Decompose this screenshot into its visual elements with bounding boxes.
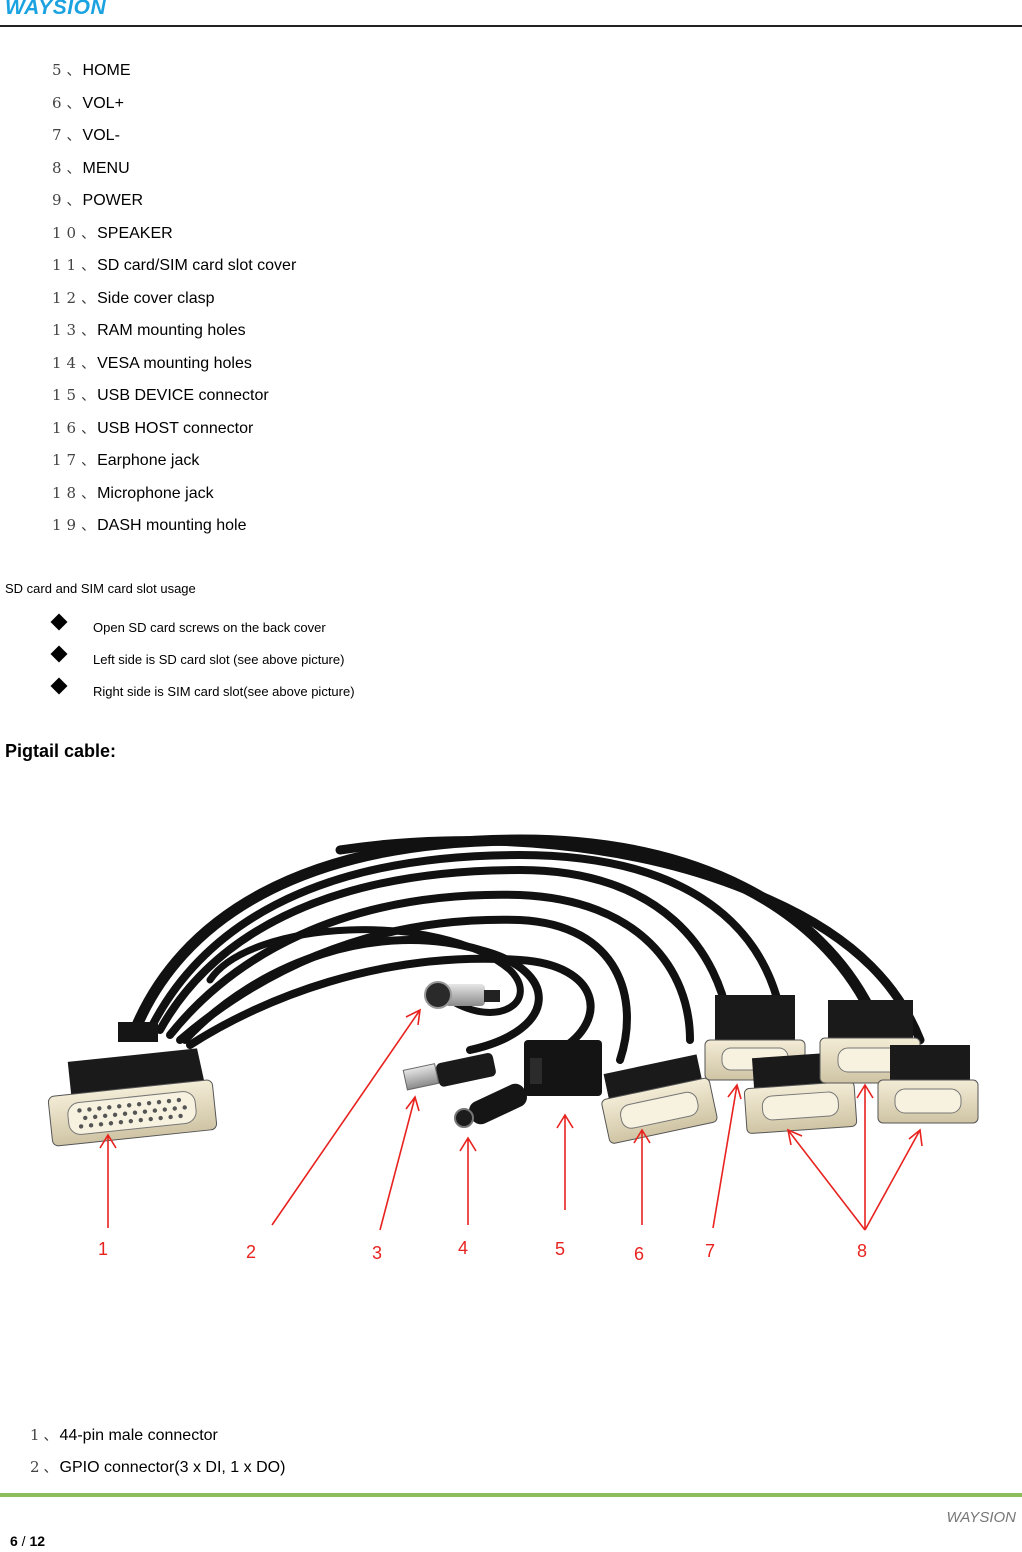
- list-item: 7、VOL-: [52, 126, 120, 144]
- footer-rule: [0, 1493, 1022, 1497]
- footer-brand: WAYSION: [946, 1509, 1016, 1526]
- pigtail-legend: 1、44-pin male connector 2、GPIO connector…: [30, 1420, 285, 1484]
- list-item: 6、VOL+: [52, 93, 124, 112]
- gpio-round-connector: [424, 981, 500, 1009]
- list-item: 17、Earphone jack: [52, 451, 200, 469]
- callout-label: 5: [555, 1239, 565, 1259]
- db9-connector: [601, 1054, 718, 1144]
- callout-arrows: [99, 1008, 923, 1231]
- list-item: 13、RAM mounting holes: [52, 321, 246, 339]
- cable-bundle: [129, 834, 925, 1064]
- header-rule: [0, 25, 1022, 27]
- list-item: 10、SPEAKER: [52, 223, 173, 242]
- list-item: 5、HOME: [52, 61, 131, 79]
- list-item: 18、Microphone jack: [52, 483, 214, 502]
- callout-label: 2: [246, 1242, 256, 1262]
- pigtail-cable-figure: 1 2 3 4 5 6 7 8: [47, 834, 979, 1264]
- legend-item: 1、44-pin male connector: [30, 1426, 218, 1444]
- diamond-bullet-icon: [50, 613, 68, 631]
- pigtail-title: Pigtail cable:: [5, 741, 117, 761]
- list-item: 9、POWER: [52, 191, 143, 209]
- list-item: 8、MENU: [52, 158, 130, 177]
- button-list: 5、HOME 6、VOL+ 7、VOL- 8、MENU 9、POWER 10、S…: [52, 55, 296, 543]
- dc-jack-connector: [454, 1083, 527, 1128]
- header-brand: WAYSION: [5, 0, 107, 19]
- list-item: 15、USB DEVICE connector: [52, 386, 269, 404]
- callout-label: 1: [98, 1239, 108, 1259]
- callout-label: 6: [634, 1244, 644, 1264]
- db44-connector: [47, 1022, 218, 1147]
- list-item: 16、USB HOST connector: [52, 418, 254, 437]
- bullet-item: Open SD card screws on the back cover: [50, 613, 355, 646]
- page-number: 6 / 12: [10, 1533, 46, 1549]
- db9-connector: [877, 1045, 979, 1124]
- list-item: 11、SD card/SIM card slot cover: [52, 256, 297, 274]
- diamond-bullet-icon: [50, 645, 68, 663]
- bullet-item: Right side is SIM card slot(see above pi…: [50, 677, 355, 710]
- usb-connector: [402, 1052, 496, 1091]
- rj-box-connector: [524, 1040, 602, 1096]
- callout-label: 8: [857, 1241, 867, 1261]
- callout-label: 3: [372, 1243, 382, 1263]
- diamond-bullet-icon: [50, 677, 68, 695]
- legend-item: 2、GPIO connector(3 x DI, 1 x DO): [30, 1458, 286, 1476]
- list-item: 19、DASH mounting hole: [52, 516, 247, 534]
- list-item: 12、Side cover clasp: [52, 288, 215, 307]
- bullet-item: Left side is SD card slot (see above pic…: [50, 645, 355, 678]
- sd-bullet-list: Open SD card screws on the back cover Le…: [50, 613, 355, 710]
- callout-label: 4: [458, 1238, 468, 1258]
- sd-section-title: SD card and SIM card slot usage: [5, 581, 196, 596]
- list-item: 14、VESA mounting holes: [52, 353, 252, 372]
- callout-label: 7: [705, 1241, 715, 1261]
